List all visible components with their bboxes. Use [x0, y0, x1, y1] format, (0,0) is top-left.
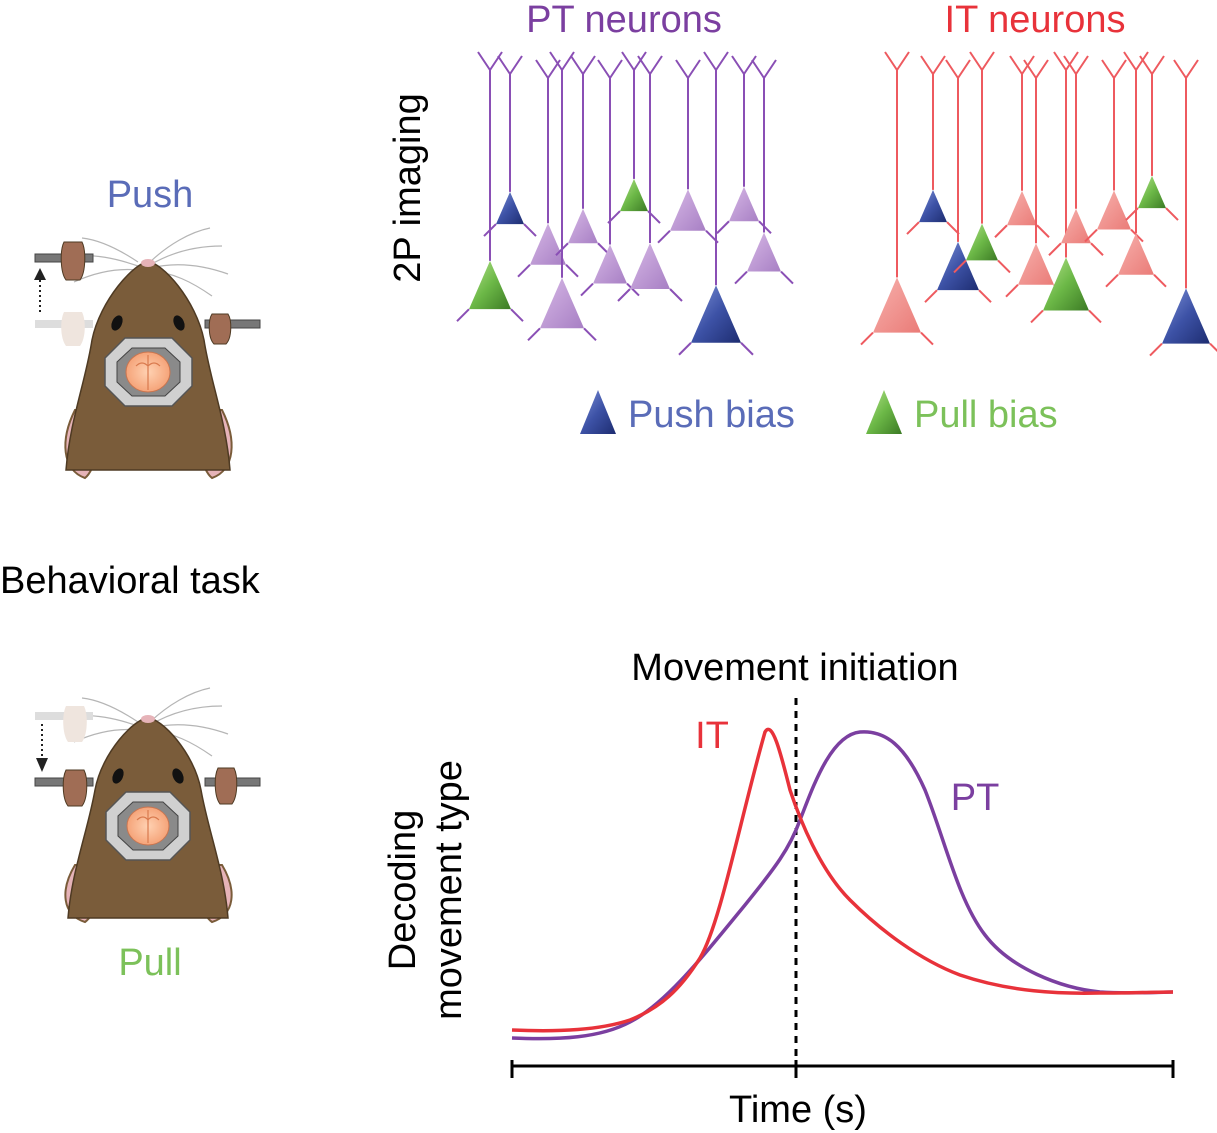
movement-initiation-label: Movement initiation [631, 647, 958, 689]
mouse-push-illustration [34, 227, 261, 480]
pull-label: Pull [118, 942, 181, 984]
it-neuron [860, 51, 934, 346]
push-bias-neuron [678, 51, 754, 356]
it-neuron [994, 55, 1050, 238]
pull-bias-neuron [1030, 51, 1102, 324]
decoding-chart: Movement initiation Decoding movement ty… [382, 647, 1175, 1131]
it-neuron [1005, 59, 1067, 298]
pull-bias-neuron [456, 51, 524, 322]
series-label-it: IT [695, 715, 729, 757]
pt-neuron [657, 59, 719, 244]
pull-bias-neuron [607, 51, 661, 224]
push-bias-neuron [924, 59, 992, 303]
pt-neuron [716, 55, 772, 234]
pt-neuron [734, 59, 794, 285]
pull-bias-neuron [1125, 55, 1179, 221]
it-neuron [1105, 51, 1167, 288]
it-neuron [1048, 55, 1104, 256]
pt-neurons-title: PT neurons [526, 0, 722, 41]
pull-bias-icon [866, 390, 902, 434]
y-axis-label-line2: movement type [428, 760, 470, 1020]
pt-neuron [555, 55, 611, 256]
x-axis-label: Time (s) [729, 1089, 867, 1131]
pull-bias-neuron [953, 51, 1011, 274]
push-bias-icon [580, 390, 616, 434]
push-bias-neuron [906, 55, 960, 235]
push-bias-neuron [483, 55, 537, 237]
imaging-axis-label: 2P imaging [387, 93, 429, 282]
pt-neuron [617, 55, 683, 302]
push-bias-neuron [1149, 59, 1217, 357]
mouse-pull-illustration [34, 687, 261, 924]
push-label: Push [107, 174, 194, 216]
pt-neuron [527, 51, 597, 342]
it-neurons-title: IT neurons [945, 0, 1126, 41]
pt-neuron-population [456, 51, 794, 356]
it-neuron [1084, 59, 1144, 243]
legend: Push bias Pull bias [580, 390, 1058, 436]
y-axis-label-line1: Decoding [382, 810, 424, 971]
it-neuron-population [860, 51, 1217, 357]
behavioral-task-title: Behavioral task [0, 560, 261, 602]
pt-neuron [580, 59, 640, 297]
it-curve [511, 727, 1174, 1033]
series-label-pt: PT [951, 777, 1000, 819]
legend-push-bias: Push bias [628, 394, 795, 436]
pt-neuron [517, 59, 579, 278]
legend-pull-bias: Pull bias [914, 394, 1058, 436]
